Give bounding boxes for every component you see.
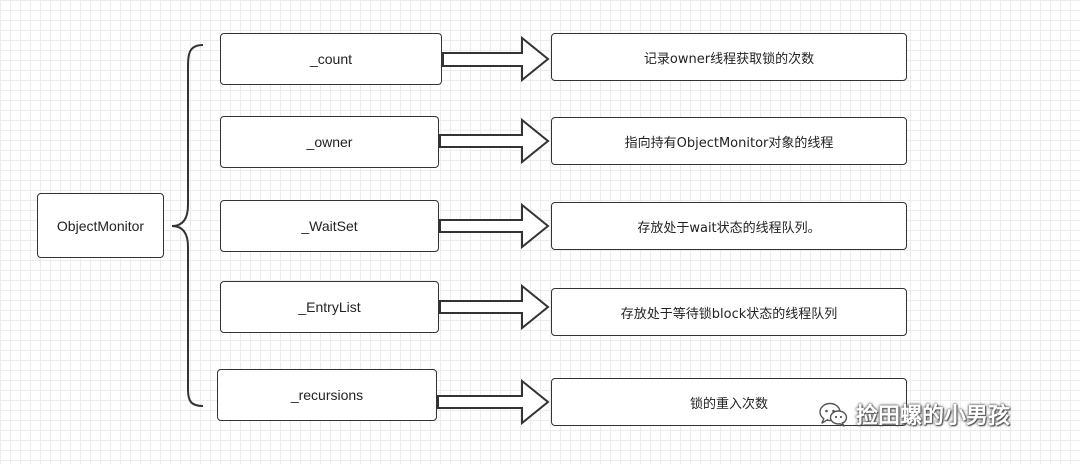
- description-label: 指向持有ObjectMonitor对象的线程: [624, 135, 834, 151]
- description-label: 存放处于等待锁block状态的线程队列: [620, 306, 838, 322]
- description-node-count: 记录owner线程获取锁的次数: [551, 33, 907, 81]
- arrow-owner: [439, 117, 550, 165]
- description-label: 存放处于wait状态的线程队列。: [637, 220, 821, 236]
- arrow-count: [442, 35, 550, 83]
- description-node-recursions: 锁的重入次数: [551, 378, 907, 426]
- field-node-recursions: _recursions: [217, 369, 437, 421]
- description-node-entrylist: 存放处于等待锁block状态的线程队列: [551, 288, 907, 336]
- watermark: 捡田螺的小男孩: [818, 398, 1010, 430]
- field-label: _WaitSet: [301, 218, 358, 234]
- object-monitor-node: ObjectMonitor: [37, 193, 164, 258]
- arrow-entrylist: [439, 283, 550, 331]
- watermark-text: 捡田螺的小男孩: [856, 404, 1011, 429]
- description-node-owner: 指向持有ObjectMonitor对象的线程: [551, 117, 907, 165]
- field-label: _owner: [306, 134, 353, 150]
- wechat-icon: [819, 402, 848, 427]
- object-monitor-label: ObjectMonitor: [56, 217, 145, 234]
- field-node-waitset: _WaitSet: [220, 200, 439, 252]
- arrow-waitset: [439, 202, 550, 250]
- field-label: _recursions: [290, 387, 364, 403]
- curly-brace: [171, 44, 204, 407]
- field-node-owner: _owner: [220, 116, 439, 168]
- field-label: _EntryList: [298, 299, 361, 315]
- arrow-recursions: [437, 378, 550, 426]
- field-node-count: _count: [220, 33, 442, 85]
- field-label: _count: [309, 51, 353, 67]
- description-label: 记录owner线程获取锁的次数: [643, 51, 815, 67]
- field-node-entrylist: _EntryList: [220, 281, 439, 333]
- description-node-waitset: 存放处于wait状态的线程队列。: [551, 202, 907, 250]
- description-label: 锁的重入次数: [689, 396, 768, 412]
